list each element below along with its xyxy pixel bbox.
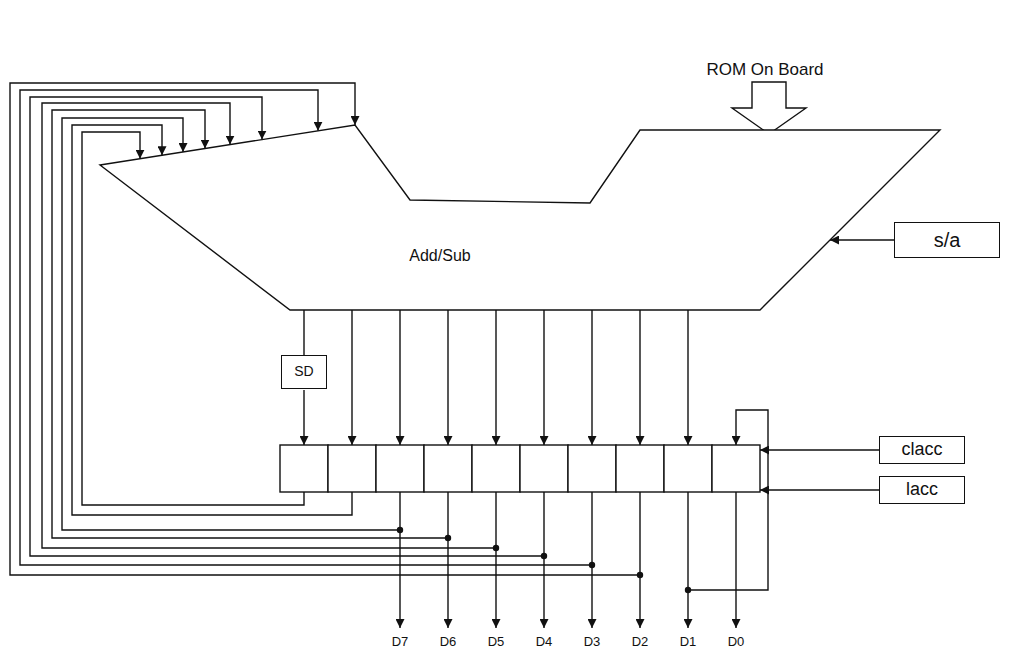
junction-dot (685, 587, 691, 593)
alu-output-wire (543, 310, 544, 445)
junction-dot (397, 527, 403, 533)
output-wire (735, 492, 736, 628)
output-bit: D3 (584, 635, 601, 649)
junction-dot (445, 535, 451, 541)
register-cell (424, 445, 472, 492)
alu-output-wire (447, 310, 448, 445)
control-box: lacc (879, 476, 965, 504)
output-wire (495, 492, 496, 628)
alu-output-wire (639, 310, 640, 445)
register-cell (280, 445, 328, 492)
junction-dot (637, 572, 643, 578)
output-bit: D0 (728, 635, 745, 649)
output-wire (447, 492, 448, 628)
rom-bus-arrow (732, 82, 806, 134)
control-box: clacc (879, 436, 965, 464)
register-cell (328, 445, 376, 492)
register-cell (568, 445, 616, 492)
output-wire (687, 492, 688, 628)
register-cell (472, 445, 520, 492)
alu-output-wire (351, 310, 352, 445)
signal-connector (303, 310, 304, 355)
junction-dot (541, 553, 547, 559)
box-label: SD (294, 364, 313, 379)
box-label: lacc (906, 480, 938, 500)
register-cell (664, 445, 712, 492)
control-box: s/a (894, 222, 1000, 258)
alu-outline (100, 123, 940, 310)
output-bit: D1 (680, 635, 697, 649)
shift-output-wire (303, 390, 304, 445)
shift-box: SD (281, 355, 327, 389)
output-bit: D7 (392, 635, 409, 649)
alu-output-wire (591, 310, 592, 445)
alu-shape: Add/Sub (100, 123, 940, 310)
register-cell (376, 445, 424, 492)
alu-output-wire (495, 310, 496, 445)
rom-label: ROM On Board (706, 61, 823, 80)
output-wire (543, 492, 544, 628)
signal-connector (830, 239, 894, 240)
box-label: clacc (901, 440, 942, 460)
junction-dot (589, 562, 595, 568)
box-label: s/a (934, 229, 961, 251)
output-wire (639, 492, 640, 628)
output-bit: D2 (632, 635, 649, 649)
alu-output-wire (687, 310, 688, 445)
register-cell (712, 445, 760, 492)
alu-label: Add/Sub (409, 247, 470, 265)
control-wire (760, 489, 879, 490)
alu-outline (100, 125, 940, 310)
shift-loop-wire (688, 410, 768, 590)
register-cell (520, 445, 568, 492)
junction-dot (493, 545, 499, 551)
output-bit: D4 (536, 635, 553, 649)
alu-output-wire (399, 310, 400, 445)
output-wire (399, 492, 400, 628)
output-wire (591, 492, 592, 628)
control-wire (760, 449, 879, 450)
register-cell (616, 445, 664, 492)
output-bit: D5 (488, 635, 505, 649)
output-bit: D6 (440, 635, 457, 649)
